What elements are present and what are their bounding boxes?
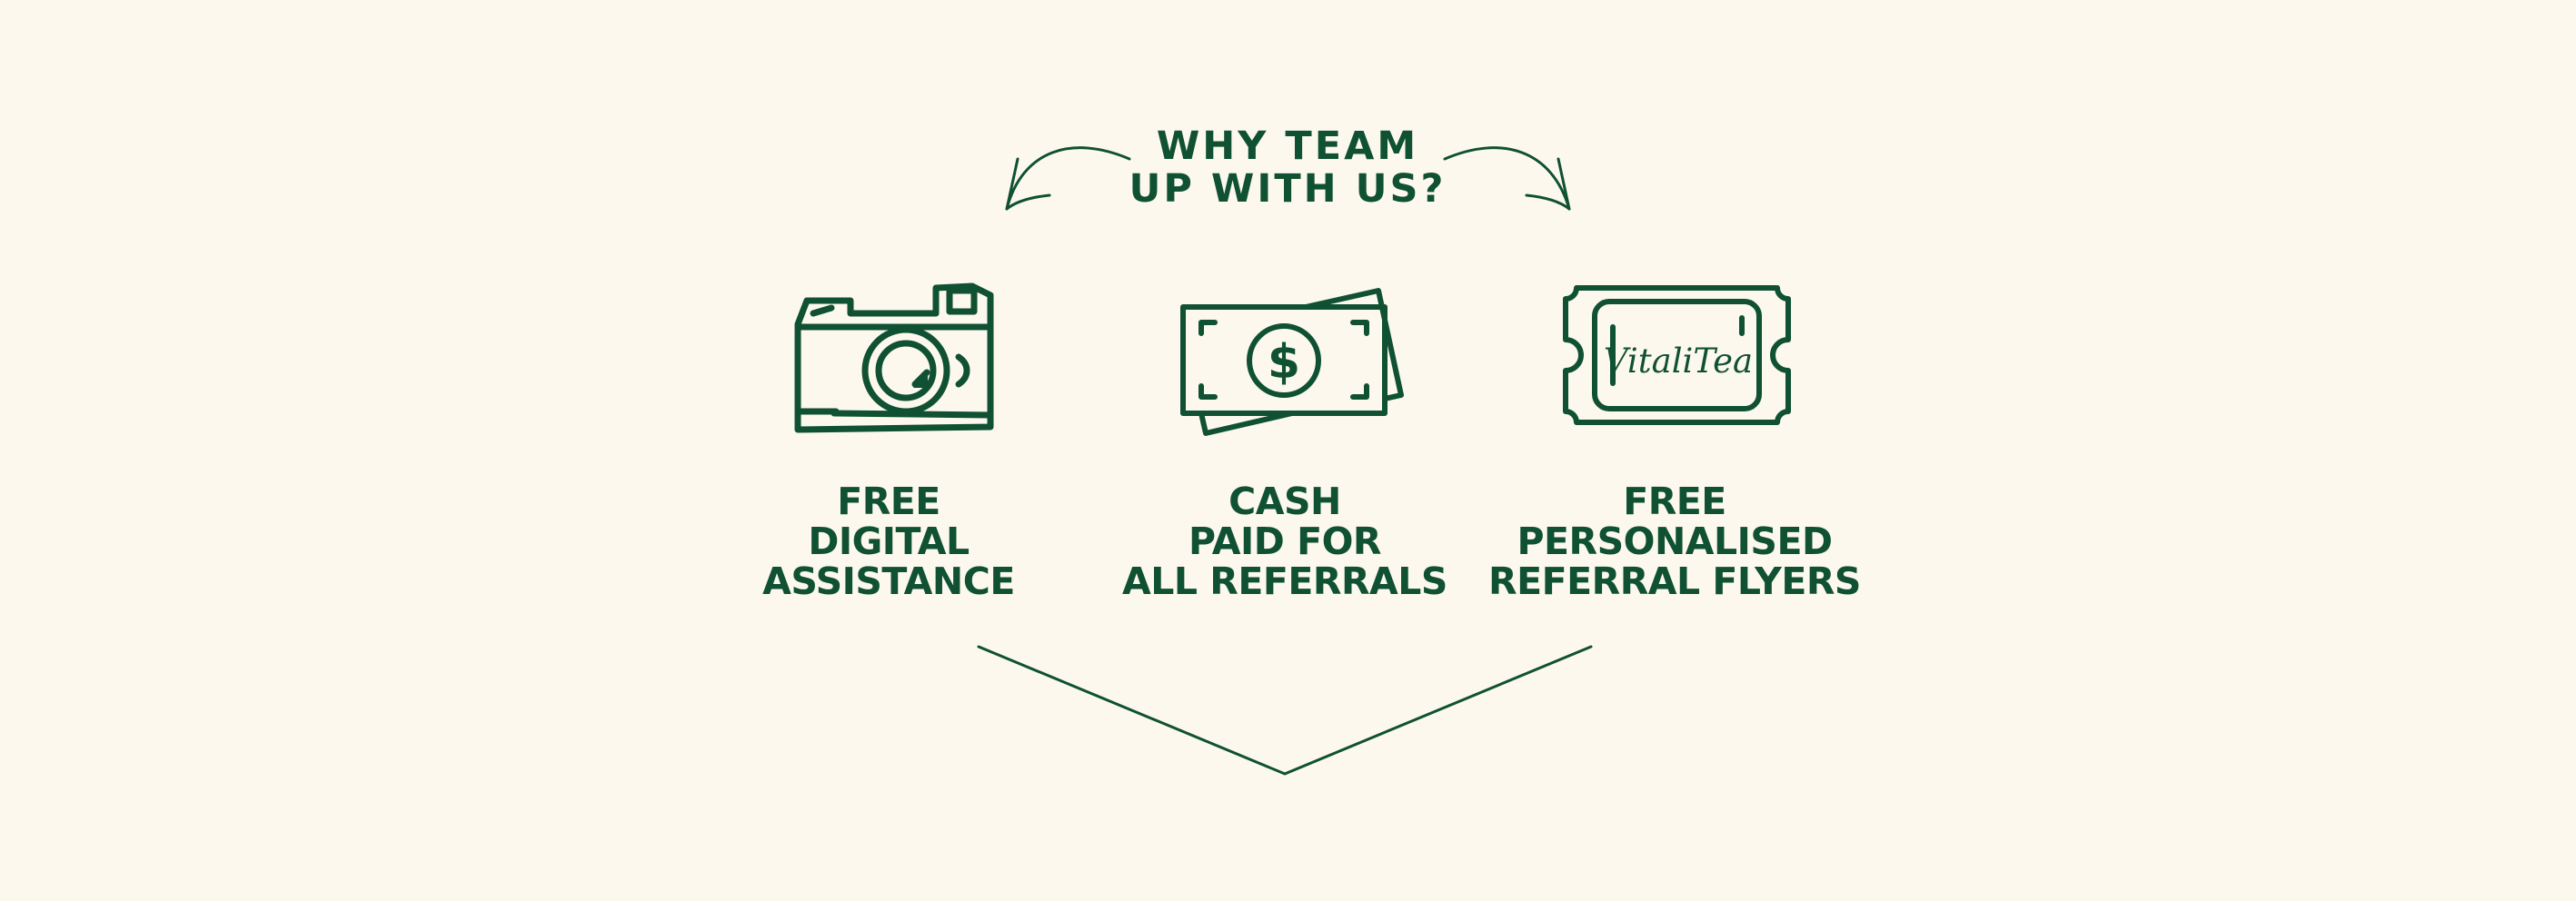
page-title-line-1: WHY TEAM: [1156, 124, 1419, 169]
page-title: WHY TEAM UP WITH US?: [1060, 125, 1515, 211]
caption-line: DIGITAL: [808, 520, 970, 563]
caption-line: PERSONALISED: [1517, 520, 1833, 563]
caption-line: ALL REFERRALS: [1122, 559, 1447, 603]
cash-icon: $: [1180, 288, 1404, 436]
left-curved-arrow-icon: [1005, 146, 1131, 211]
caption-line: ASSISTANCE: [762, 559, 1015, 603]
caption-line: CASH: [1228, 480, 1341, 523]
caption-line: REFERRAL FLYERS: [1488, 559, 1861, 603]
camera-icon: [794, 282, 994, 433]
caption-line: FREE: [837, 480, 940, 523]
feature-caption-referral-flyers: FREE PERSONALISED REFERRAL FLYERS: [1420, 481, 1929, 601]
feature-caption-digital-assistance: FREE DIGITAL ASSISTANCE: [634, 481, 1143, 601]
page-title-line-2: UP WITH US?: [1129, 166, 1447, 212]
chevron-down-icon: [977, 645, 1593, 776]
feature-caption-cash-referrals: CASH PAID FOR ALL REFERRALS: [1030, 481, 1539, 601]
right-curved-arrow-icon: [1443, 146, 1571, 211]
currency-symbol: $: [1268, 335, 1300, 390]
ticket-brand-text: VitaliTea: [1604, 342, 1753, 381]
caption-line: PAID FOR: [1188, 520, 1382, 563]
ticket-icon: VitaliTea: [1563, 285, 1791, 425]
caption-line: FREE: [1623, 480, 1726, 523]
